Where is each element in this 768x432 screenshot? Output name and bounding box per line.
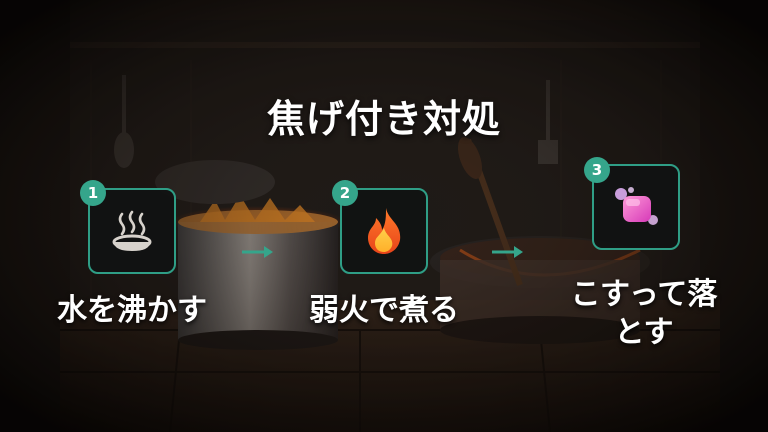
step-2-badge: 2 — [332, 180, 358, 206]
step-3-label: こすって落 とす — [544, 276, 744, 352]
arrow-right-icon — [492, 246, 523, 258]
soap-icon — [615, 187, 658, 225]
step-1-card — [88, 188, 176, 274]
fire-icon — [368, 208, 401, 254]
arrow-right-icon — [242, 246, 273, 258]
step-1-label: 水を沸かす — [57, 293, 207, 328]
slide-title: 焦げ付き対処 — [266, 97, 501, 141]
step-2-card — [340, 188, 428, 274]
step-1-badge: 1 — [80, 180, 106, 206]
step-2-label: 弱火で煮る — [309, 293, 459, 328]
step-3-label-line-1: こすって落 — [570, 277, 718, 312]
step-3-badge: 3 — [584, 157, 610, 183]
hot-spring-icon — [112, 210, 152, 251]
step-3-label-line-2: とす — [614, 315, 674, 350]
